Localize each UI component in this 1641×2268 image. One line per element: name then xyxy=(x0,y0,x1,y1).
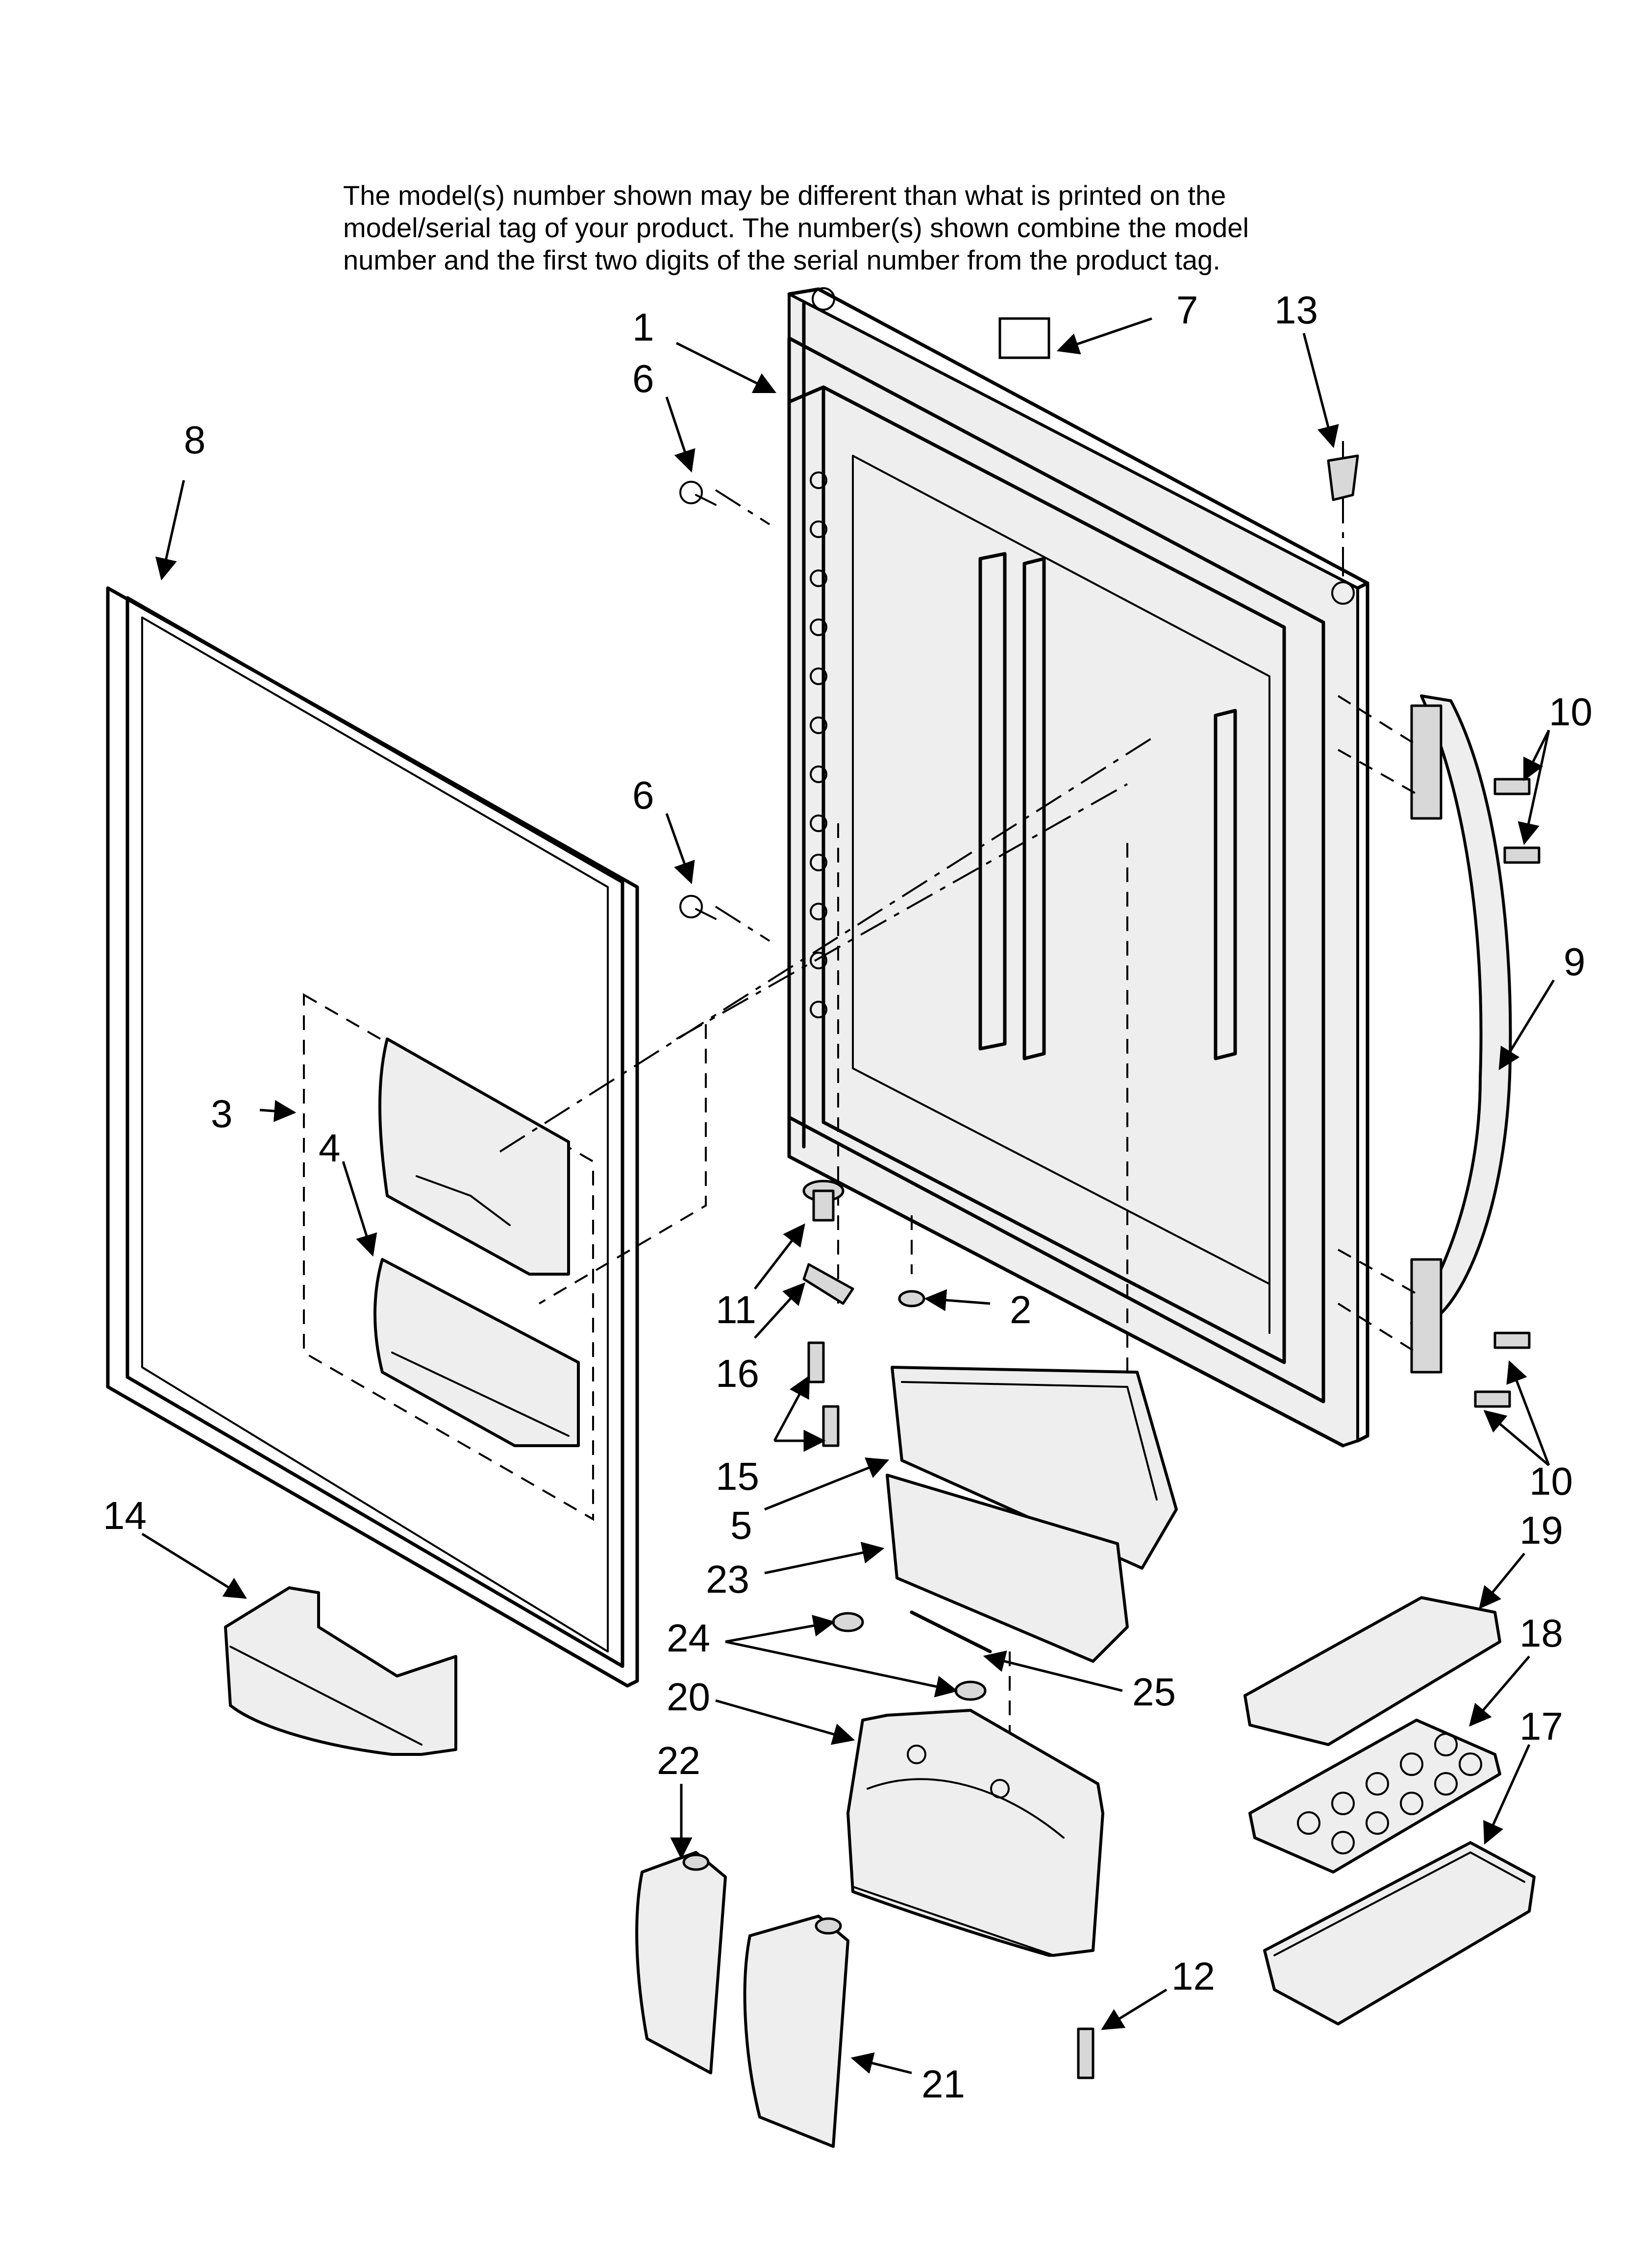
hinge-pin-top xyxy=(679,481,717,506)
hinge-bracket xyxy=(802,1263,854,1305)
model-number-note: The model(s) number shown may be differe… xyxy=(343,179,1470,276)
callout-18: 18 xyxy=(1519,1611,1563,1655)
callout-22: 22 xyxy=(657,1739,700,1782)
egg-tray-cover xyxy=(1243,1596,1501,1746)
callout-7: 7 xyxy=(1176,288,1198,332)
door-liner xyxy=(787,287,1369,1448)
storage-tray xyxy=(1263,1841,1536,2025)
hinge-bushing xyxy=(802,1180,845,1222)
dispenser-cover-left xyxy=(635,1851,727,2074)
clip xyxy=(1077,2027,1094,2079)
label-tag xyxy=(998,317,1050,359)
callout-12: 12 xyxy=(1171,1954,1215,1998)
drip-tray xyxy=(373,1258,580,1447)
callout-13: 13 xyxy=(1274,288,1318,332)
door-shelf-bin xyxy=(224,1586,457,1756)
door-gasket xyxy=(106,586,639,1688)
handle-screws xyxy=(1474,778,1541,1408)
callout-17: 17 xyxy=(1519,1704,1563,1748)
bushing xyxy=(1327,454,1359,501)
callout-5: 5 xyxy=(730,1504,752,1547)
callout-9: 9 xyxy=(1564,940,1586,984)
callout-10-bottom: 10 xyxy=(1529,1459,1573,1503)
bin-cover xyxy=(886,1474,1129,1663)
callout-10-top: 10 xyxy=(1549,690,1592,734)
callout-8: 8 xyxy=(184,418,206,462)
callout-1: 1 xyxy=(632,305,654,349)
note-line-1: The model(s) number shown may be differe… xyxy=(343,180,1226,211)
hinge-pin-bottom xyxy=(679,895,717,920)
callout-3: 3 xyxy=(211,1092,233,1135)
callout-24: 24 xyxy=(667,1616,710,1660)
callout-19: 19 xyxy=(1519,1508,1563,1552)
callout-23: 23 xyxy=(706,1557,749,1601)
hinge-screws xyxy=(807,1341,840,1447)
leader-lines xyxy=(141,317,1555,2074)
callout-15: 15 xyxy=(716,1454,759,1498)
callout-2: 2 xyxy=(1010,1288,1032,1331)
egg-tray xyxy=(1248,1719,1501,1874)
bracket-clips xyxy=(832,1612,987,1701)
note-line-3: number and the first two digits of the s… xyxy=(343,245,1220,275)
door-bin xyxy=(891,1366,1178,1570)
callout-16: 16 xyxy=(716,1352,759,1395)
callout-11: 11 xyxy=(716,1288,756,1331)
note-line-2: model/serial tag of your product. The nu… xyxy=(343,212,1249,243)
ice-bin-housing xyxy=(846,1709,1104,1957)
callout-25: 25 xyxy=(1132,1670,1176,1714)
callout-14: 14 xyxy=(103,1494,147,1537)
support-rod xyxy=(910,1610,992,1653)
dispenser-cover-right xyxy=(743,1915,849,2148)
callout-4: 4 xyxy=(319,1126,341,1170)
callout-21: 21 xyxy=(921,2062,965,2106)
callout-6-bottom: 6 xyxy=(632,773,654,817)
dispenser-housing xyxy=(378,1037,570,1276)
door-handle xyxy=(1410,694,1512,1374)
callout-labels: 1 6 6 7 13 8 10 9 10 3 4 11 2 16 15 5 23… xyxy=(103,288,1592,2106)
door-stop xyxy=(898,1290,925,1307)
callout-6-top: 6 xyxy=(632,357,654,400)
callout-20: 20 xyxy=(667,1675,710,1719)
